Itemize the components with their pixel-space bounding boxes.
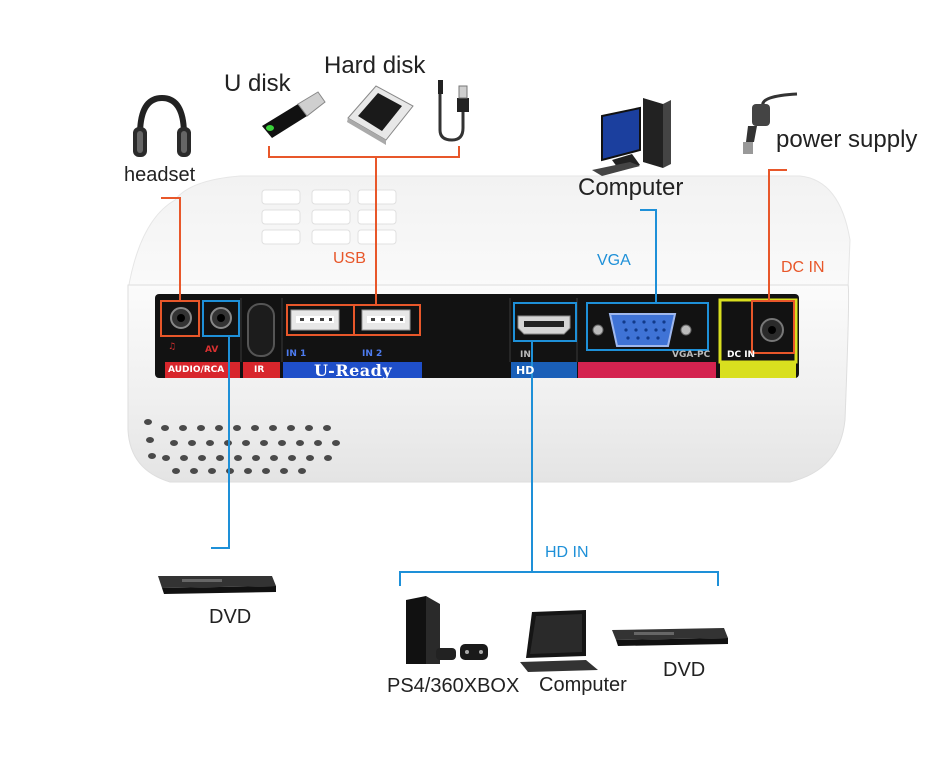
usb-port-icon (290, 309, 340, 331)
headphones-icon (133, 94, 191, 157)
av-label: AV (205, 345, 219, 355)
hdmi-in-label: IN (520, 350, 531, 360)
u-disk-label: U disk (224, 70, 291, 97)
desktop-computer-icon (592, 98, 671, 176)
hard-disk-icon (347, 85, 414, 145)
ir-label: IR (254, 365, 265, 375)
dc-in-tag: DC IN (781, 259, 825, 276)
vga-pc-label: VGA-PC (672, 350, 711, 360)
hard-disk-label: Hard disk (324, 52, 426, 79)
dvd-player-icon (612, 628, 728, 646)
ir-window-icon (247, 303, 275, 357)
hd-logo: HD (516, 364, 535, 377)
usb-tag: USB (333, 250, 366, 267)
headphone-symbol: ♫ (168, 342, 177, 352)
vga-tag: VGA (597, 252, 631, 269)
headset-label: headset (124, 164, 196, 186)
hdmi-port-icon (517, 315, 571, 335)
u-ready-label: U-Ready (314, 361, 393, 380)
power-plug-icon (743, 92, 798, 154)
hd-in-tag: HD IN (545, 544, 589, 561)
computer-bottom-label: Computer (539, 674, 627, 696)
usb-cable-icon (438, 80, 469, 142)
usb-port-icon (361, 309, 411, 331)
usb-in2-label: IN 2 (362, 349, 383, 359)
vent-holes (144, 419, 340, 474)
usb-in1-label: IN 1 (286, 349, 307, 359)
ps4-label: PS4/360XBOX (387, 675, 520, 697)
dc-in-panel-label: DC IN (727, 350, 756, 360)
laptop-icon (520, 610, 598, 672)
vga-port-icon (592, 313, 692, 347)
audio-rca-label: AUDIO/RCA (168, 365, 225, 375)
dvd-left-label: DVD (209, 606, 252, 628)
usb-stick-icon (262, 91, 326, 138)
power-supply-label: power supply (776, 126, 918, 153)
dvd-right-label: DVD (663, 659, 706, 681)
game-console-icon (406, 596, 488, 664)
orange-callout-lines (160, 146, 795, 354)
dvd-player-icon (158, 576, 276, 594)
computer-top-label: Computer (578, 174, 684, 201)
blue-callout-lines (202, 209, 719, 586)
